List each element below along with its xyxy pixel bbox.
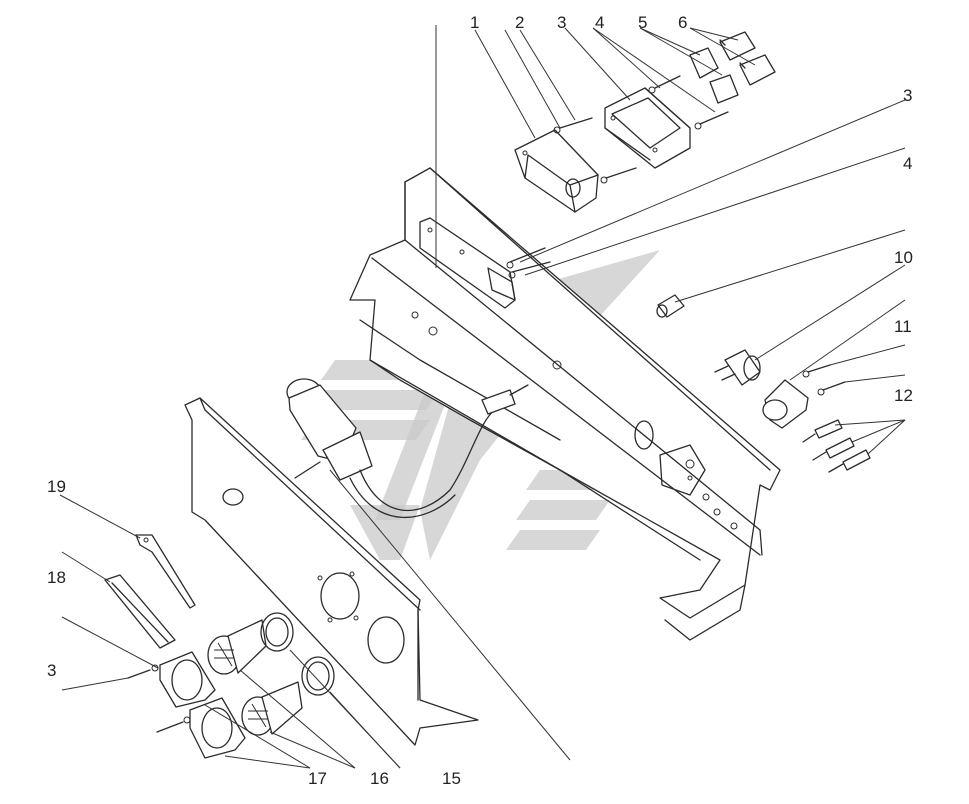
label-3-left: 3	[47, 661, 56, 680]
label-11: 11	[894, 317, 912, 336]
connector-item-6	[719, 31, 776, 86]
socket	[714, 349, 761, 386]
ring-seals	[260, 612, 335, 696]
label-10: 10	[894, 248, 913, 267]
leader-lines	[59, 25, 906, 769]
label-18: 18	[47, 568, 66, 587]
label-5: 5	[638, 13, 647, 32]
plug-item-10	[656, 294, 685, 318]
label-2: 2	[515, 13, 524, 32]
label-16: 16	[370, 769, 389, 788]
lever-item-19	[135, 534, 196, 609]
label-15: 15	[442, 769, 461, 788]
label-17: 17	[308, 769, 327, 788]
buzzer-with-cable	[286, 378, 529, 519]
plate-item-18	[104, 574, 176, 649]
relay-box	[514, 129, 599, 213]
label-12: 12	[894, 386, 913, 405]
instrument-panel	[184, 397, 479, 746]
screw-item-2	[553, 117, 637, 184]
bezel-item-17	[159, 651, 246, 759]
mounting-bracket	[419, 217, 516, 309]
label-19: 19	[47, 477, 66, 496]
gauge-item-11	[762, 364, 846, 429]
screw-item-3-lower	[127, 664, 191, 733]
callout-labels: 1 2 3 4 5 6 3 4 10 11 12 19 18 3 17 16 1…	[47, 13, 913, 788]
relay-housing	[604, 87, 691, 169]
label-3-top: 3	[557, 13, 566, 32]
indicator-bulbs	[802, 419, 871, 473]
bracket-screws	[506, 247, 551, 279]
label-1: 1	[470, 13, 479, 32]
label-3-right: 3	[903, 86, 912, 105]
dashboard-panel	[349, 167, 781, 641]
lamp-item-16	[207, 619, 303, 736]
connector-item-5	[689, 47, 739, 104]
screw-item-4	[648, 75, 729, 130]
label-6: 6	[678, 13, 687, 32]
label-4-right: 4	[903, 154, 912, 173]
label-4-top: 4	[595, 13, 604, 32]
